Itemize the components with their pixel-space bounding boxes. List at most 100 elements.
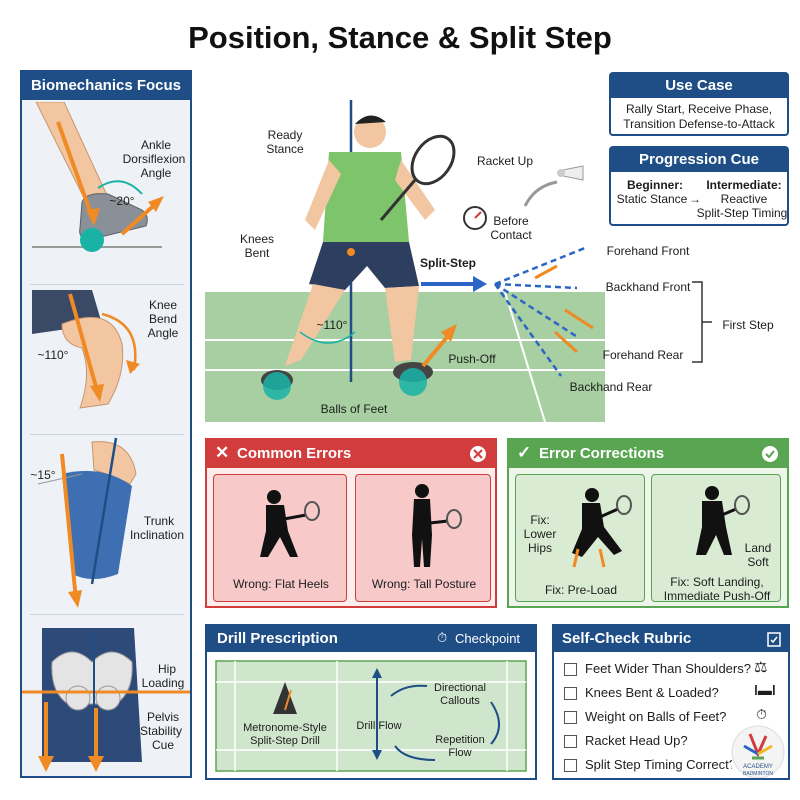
logo-text-2: BADMINTON <box>743 771 773 777</box>
player-silhouette-icon <box>412 484 462 567</box>
checkpoint-label: Checkpoint <box>455 631 521 646</box>
biomechanics-header: Biomechanics Focus <box>22 72 190 100</box>
direction-forehand-front: Forehand Front <box>606 244 690 258</box>
trunk-angle-value: ~15° <box>30 468 56 482</box>
trunk-illustration <box>37 437 137 608</box>
rubric-item[interactable]: Racket Head Up? <box>564 732 688 750</box>
divider <box>30 614 184 615</box>
first-step-bracket <box>692 281 712 363</box>
self-check-rubric-panel: Self-Check Rubric Feet Wider Than Should… <box>552 624 790 780</box>
checkbox[interactable] <box>564 710 577 724</box>
beginner-text: Static Stance <box>616 192 688 206</box>
intermediate-title: Intermediate: <box>706 178 782 192</box>
ankle-angle-value: ~20° <box>109 194 135 208</box>
progression-arrow-icon: → <box>689 192 701 206</box>
balance-scale-icon: ⚖ <box>754 659 768 676</box>
metronome-label-2: Split-Step Drill <box>250 735 320 747</box>
drill-court <box>215 660 527 772</box>
use-case-header: Use Case <box>611 74 787 98</box>
split-step-label: Split-Step <box>420 256 476 270</box>
divider <box>30 434 184 435</box>
hip-label-1: Hip <box>157 662 176 676</box>
error-card-tall-posture: Wrong: Tall Posture <box>355 474 491 602</box>
player-head <box>354 116 386 148</box>
check-icon: ✓ <box>517 443 532 462</box>
error-x-icon: ✕ <box>215 443 230 462</box>
ankle-label-3: Angle <box>140 166 172 180</box>
rubric-item[interactable]: Feet Wider Than Shoulders? <box>564 660 751 678</box>
error-corrections-panel: Error Corrections ✓ Fix: Lower Hips Fix:… <box>507 438 789 608</box>
racket <box>410 134 456 186</box>
check-circle-icon <box>762 446 778 462</box>
error-corrections-header: Error Corrections <box>509 440 787 468</box>
repetition-label-1: Repetition <box>435 734 485 746</box>
fix1-side-2: Lower <box>523 527 557 541</box>
drill-flow-label: Drill Flow <box>356 720 402 732</box>
progression-header: Progression Cue <box>611 148 787 172</box>
before-contact-label-1: Before <box>493 214 529 228</box>
fix2-side-2: Soft <box>747 555 769 569</box>
checkbox[interactable] <box>564 758 577 772</box>
error-caption-1: Wrong: Flat Heels <box>233 577 329 591</box>
hip-illustration <box>22 628 190 772</box>
error-card-flat-heels: Wrong: Flat Heels <box>213 474 347 602</box>
direction-backhand-rear: Backhand Rear <box>569 380 653 394</box>
directional-label-2: Callouts <box>440 695 480 707</box>
checkbox[interactable] <box>564 662 577 676</box>
player-lunge-icon <box>572 488 632 568</box>
ankle-illustration <box>32 102 164 252</box>
knee-label-3: Angle <box>147 326 179 340</box>
use-case-line-2: Transition Defense-to-Attack <box>623 117 775 131</box>
rubric-item[interactable]: Weight on Balls of Feet? <box>564 708 726 726</box>
metronome-icon <box>273 682 297 714</box>
pelvis-label-2: Stability <box>139 724 183 738</box>
fix2-caption-2: Immediate Push-Off <box>663 589 771 603</box>
common-errors-header: Common Errors <box>207 440 495 468</box>
beginner-title: Beginner: <box>626 178 683 192</box>
rubric-item-label: Weight on Balls of Feet? <box>585 709 727 724</box>
use-case-panel: Use Case Rally Start, Receive Phase, Tra… <box>609 72 789 136</box>
shuttlecock <box>562 165 584 181</box>
trunk-label-1: Trunk <box>143 514 175 528</box>
page-title: Position, Stance & Split Step <box>188 20 612 55</box>
ankle-angle-arc <box>97 180 143 195</box>
directional-label-1: Directional <box>434 682 486 694</box>
fix1-side-1: Fix: <box>530 513 550 527</box>
error-caption-2: Wrong: Tall Posture <box>371 577 477 591</box>
ankle-label-1: Ankle <box>140 138 172 152</box>
rubric-item[interactable]: Split Step Timing Correct? <box>564 756 732 774</box>
knee-label-1: Knee <box>148 298 178 312</box>
ready-stance-label-1: Ready <box>267 128 303 142</box>
dumbbell-icon: ǀ▬ǀ <box>754 682 776 698</box>
ankle-label-2: Dorsiflexion <box>122 152 186 166</box>
repetition-label-2: Flow <box>448 747 472 759</box>
rubric-item-label: Feet Wider Than Shoulders? <box>585 661 751 676</box>
trunk-label-2: Inclination <box>129 528 185 542</box>
checkbox[interactable] <box>564 686 577 700</box>
player-crouch-icon <box>696 486 750 555</box>
logo-text-1: ACADEMY <box>743 764 773 770</box>
rubric-item-label: Split Step Timing Correct? <box>585 757 732 772</box>
first-step-label: First Step <box>722 318 774 332</box>
player-silhouette-icon <box>260 490 320 557</box>
push-off-label: Push-Off <box>448 352 496 366</box>
intermediate-text-1: Reactive <box>720 192 768 206</box>
fix1-caption: Fix: Pre-Load <box>544 583 618 597</box>
direction-forehand-rear: Forehand Rear <box>602 348 684 362</box>
checkbox[interactable] <box>564 734 577 748</box>
balls-of-feet-label: Balls of Feet <box>320 402 388 416</box>
pelvis-label-1: Pelvis <box>146 710 179 724</box>
player-shorts <box>309 242 419 290</box>
player-shirt <box>323 152 409 242</box>
rubric-item[interactable]: Knees Bent & Loaded? <box>564 684 719 702</box>
knee-illustration <box>32 290 140 409</box>
hip-label-2: Loading <box>141 676 185 690</box>
racket-up-label: Racket Up <box>476 154 534 168</box>
metronome-label-1: Metronome-Style <box>243 722 327 734</box>
before-contact-label-2: Contact <box>490 228 532 242</box>
pelvis-label-3: Cue <box>151 738 174 752</box>
intermediate-text-2: Split-Step Timing <box>696 206 788 220</box>
knee-angle-value: ~110° <box>37 348 69 362</box>
fix2-caption-1: Fix: Soft Landing, <box>670 575 764 589</box>
ready-stance-label-2: Stance <box>266 142 304 156</box>
